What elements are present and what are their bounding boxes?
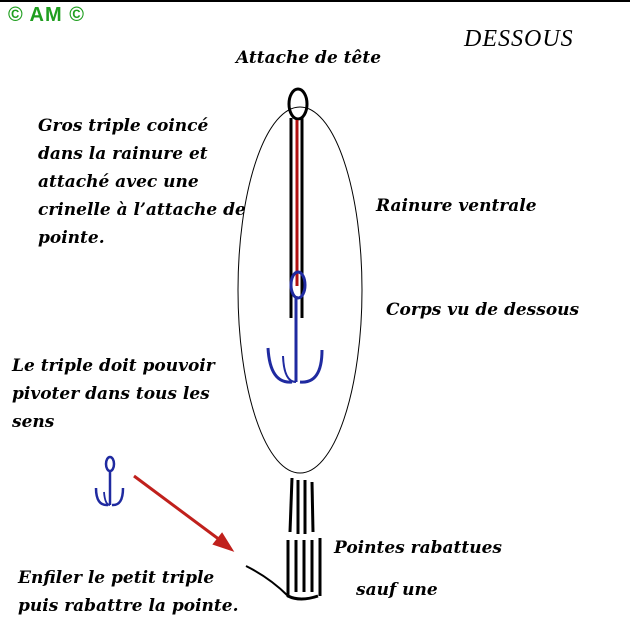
label-big-triple: Gros triple coincé dans la rainure et at… xyxy=(38,116,246,248)
big-triple-bend-right xyxy=(299,349,324,384)
small-triple-bend-front xyxy=(103,491,111,506)
label-head-attach: Attache de tête xyxy=(236,48,382,68)
label-except-one: sauf une xyxy=(356,580,438,600)
arrow-head xyxy=(212,532,235,552)
label-pivot: Le triple doit pouvoir pivoter dans tous… xyxy=(12,356,215,432)
tail-stroke-5 xyxy=(286,540,319,601)
copyright-mark: © AM © xyxy=(8,4,85,26)
label-bent-points: Pointes rabattues xyxy=(334,538,502,558)
head-attach-eye xyxy=(287,87,309,121)
small-triple-bend-right xyxy=(111,487,125,507)
body-outline xyxy=(237,106,363,474)
page-title: DESSOUS xyxy=(464,26,574,52)
tail-points xyxy=(286,477,322,601)
tail-stroke-4 xyxy=(310,481,315,533)
big-triple-bend-front xyxy=(282,355,297,383)
unbent-point xyxy=(245,565,289,597)
small-triple-eye xyxy=(104,455,116,473)
label-body-view: Corps vu de dessous xyxy=(386,300,580,320)
tail-stroke-1 xyxy=(288,477,294,533)
big-triple-eye xyxy=(289,270,307,300)
label-ventral-groove: Rainure ventrale xyxy=(376,196,537,216)
small-triple-bend-left xyxy=(94,487,109,507)
arrow-line xyxy=(133,474,229,548)
label-thread-triple: Enfiler le petit triple puis rabattre la… xyxy=(18,568,239,616)
big-triple-bend-left xyxy=(266,347,293,384)
